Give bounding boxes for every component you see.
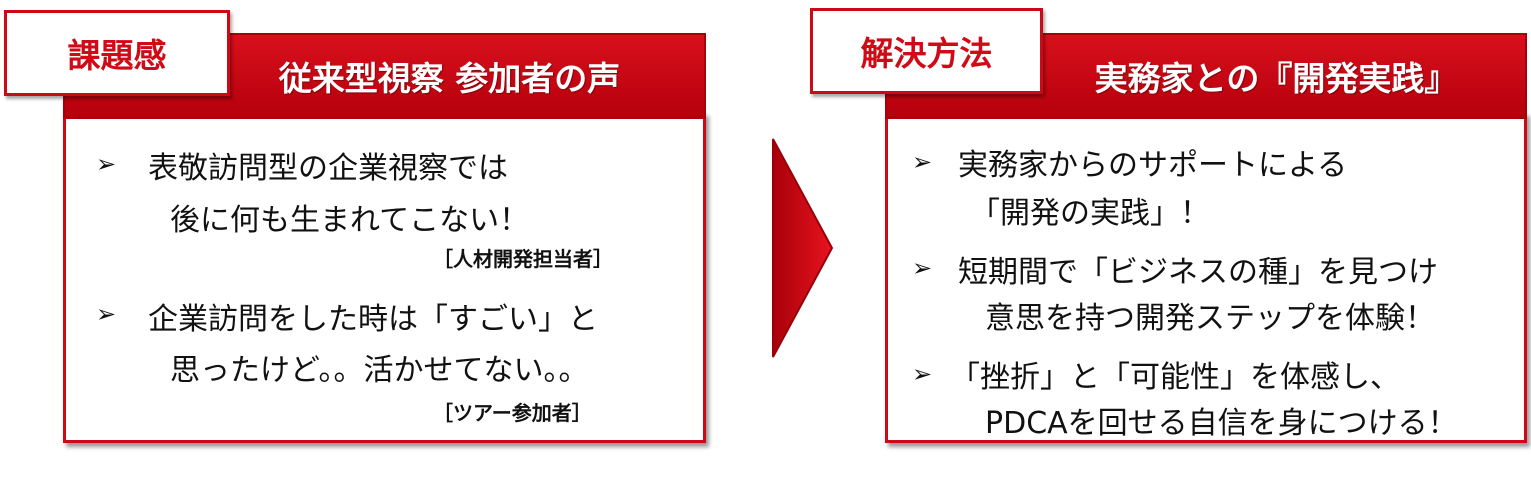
left-header-title: 従来型視察 参加者の声 (278, 59, 621, 98)
left-item-2-attribution: ［ツアー参加者］ (433, 401, 592, 425)
right-content-box (885, 112, 1527, 443)
left-tag-label: 課題感 (67, 36, 167, 75)
left-item-2-line-2: 思ったけど。。活かせてない。。 (170, 353, 589, 388)
left-item-2-line-1: 企業訪問をした時は「すごい」と (148, 302, 598, 337)
right-item-2-line-1: 短期間で「ビジネスの種」を見つけ (958, 255, 1438, 290)
right-item-3-line-2: PDCAを回せる自信を身につける！ (985, 406, 1458, 441)
right-tag-label: 解決方法 (860, 34, 993, 73)
right-item-1-line-2: 「開発の実践」！ (970, 196, 1210, 231)
right-arrow-icon (772, 138, 834, 358)
left-content-box (63, 112, 706, 443)
left-item-1-bullet: ➢ (96, 150, 117, 178)
right-header-title: 実務家との『開発実践』 (1094, 59, 1458, 98)
right-item-2-line-2: 意思を持つ開発ステップを体験！ (985, 301, 1435, 336)
right-item-1-bullet: ➢ (912, 148, 933, 176)
right-item-3-bullet: ➢ (912, 360, 933, 388)
right-tag: 解決方法 (810, 8, 1043, 94)
right-item-1-line-1: 実務家からのサポートによる (958, 148, 1348, 183)
left-item-2-bullet: ➢ (96, 300, 117, 328)
left-item-1-line-2: 後に何も生まれてこない！ (170, 203, 530, 238)
left-tag: 課題感 (4, 10, 230, 96)
right-item-2-bullet: ➢ (912, 254, 933, 282)
right-item-3-line-1: 「挫折」と「可能性」を体感し、 (950, 360, 1400, 395)
left-item-1-attribution: ［人材開発担当者］ (433, 247, 613, 271)
left-item-1-line-1: 表敬訪問型の企業視察では (148, 151, 508, 186)
